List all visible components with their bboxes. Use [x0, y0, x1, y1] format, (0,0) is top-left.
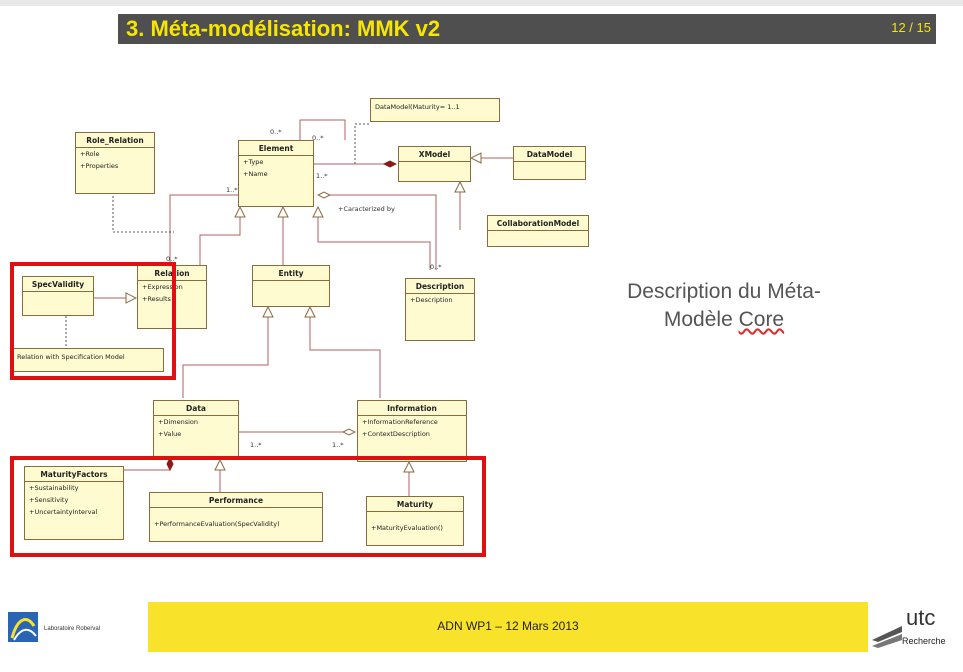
class-name: Description: [406, 279, 474, 294]
class-name: Performance: [150, 493, 322, 508]
roberval-logo-icon: [8, 612, 38, 642]
multiplicity-label: 0..*: [166, 255, 178, 263]
class-name: XModel: [399, 147, 470, 162]
note-relation-spec: Relation with Specification Model: [12, 348, 164, 372]
class-information: Information +InformationReference +Conte…: [357, 400, 467, 462]
association-label: +Caracterized by: [338, 205, 395, 213]
top-border: [0, 0, 963, 6]
class-xmodel: XModel: [398, 146, 471, 182]
class-name: Role_Relation: [76, 133, 154, 148]
class-name: Maturity: [367, 497, 463, 512]
class-attr: +Role: [80, 150, 100, 158]
multiplicity-label: 1..*: [332, 441, 344, 449]
note-datamodel: DataModel(Maturity= 1..1: [370, 98, 500, 122]
class-attr: +Description: [410, 296, 453, 304]
class-attr: +ContextDescription: [362, 430, 430, 438]
class-specvalidity: SpecValidity: [22, 276, 94, 316]
class-name: Element: [239, 141, 313, 156]
class-attr: +MaturityEvaluation(): [371, 524, 443, 532]
footer-text: ADN WP1 – 12 Mars 2013: [437, 619, 579, 633]
multiplicity-label: 0..*: [312, 134, 324, 142]
highlight-box-maturity: [10, 456, 486, 557]
class-attr: +PerformanceEvaluation(SpecValidity): [154, 520, 280, 528]
class-attr: +Results: [142, 295, 171, 303]
class-entity: Entity: [252, 265, 330, 307]
class-attr: +Sustainability: [29, 484, 79, 492]
description-text: Description du Méta- Modèle Core: [574, 278, 874, 334]
class-maturityfactors: MaturityFactors +Sustainability +Sensiti…: [24, 466, 124, 540]
class-attr: +Name: [243, 170, 268, 178]
class-datamodel: DataModel: [513, 146, 586, 180]
class-attr: +Expression: [142, 283, 183, 291]
footer-bar: [148, 602, 868, 652]
class-name: Information: [358, 401, 466, 416]
class-attr: +Properties: [80, 162, 119, 170]
description-core-word: Core: [738, 308, 785, 331]
slide-title: 3. Méta-modélisation: MMK v2: [126, 16, 441, 41]
utc-name: utc: [906, 605, 936, 630]
class-attr: +Sensitivity: [29, 496, 69, 504]
class-name: SpecValidity: [23, 277, 93, 292]
lab-name: Laboratoire Roberval: [44, 626, 101, 632]
class-attr: +UncertaintyInterval: [29, 508, 98, 516]
class-name: DataModel: [514, 147, 585, 162]
class-attr: +Dimension: [158, 418, 198, 426]
class-element: Element +Type +Name: [238, 140, 314, 207]
multiplicity-label: 0..*: [270, 128, 282, 136]
class-attr: +Type: [243, 158, 264, 166]
description-line-1: Description du Méta-: [627, 280, 821, 303]
class-name: Data: [154, 401, 238, 416]
class-role-relation: Role_Relation +Role +Properties: [75, 132, 155, 194]
class-maturity: Maturity +MaturityEvaluation(): [366, 496, 464, 546]
class-name: CollaborationModel: [488, 216, 588, 231]
class-data: Data +Dimension +Value: [153, 400, 239, 460]
multiplicity-label: 1..*: [250, 441, 262, 449]
class-name: MaturityFactors: [25, 467, 123, 482]
highlight-box-relation: [10, 262, 176, 380]
class-name: Entity: [253, 266, 329, 281]
class-description: Description +Description: [405, 278, 475, 341]
page-number: 12 / 15: [891, 20, 931, 35]
utc-subtitle: Recherche: [902, 636, 946, 646]
title-bar: [118, 14, 936, 44]
multiplicity-label: 1..*: [316, 172, 328, 180]
description-line-2a: Modèle: [663, 308, 739, 331]
multiplicity-label: 1..*: [226, 186, 238, 194]
utc-logo-icon: [872, 626, 902, 648]
multiplicity-label: 0..*: [430, 263, 442, 271]
class-attr: +InformationReference: [362, 418, 438, 426]
description-line-2: Modèle Core: [574, 306, 874, 334]
class-collaborationmodel: CollaborationModel: [487, 215, 589, 247]
class-performance: Performance +PerformanceEvaluation(SpecV…: [149, 492, 323, 542]
class-attr: +Value: [158, 430, 182, 438]
